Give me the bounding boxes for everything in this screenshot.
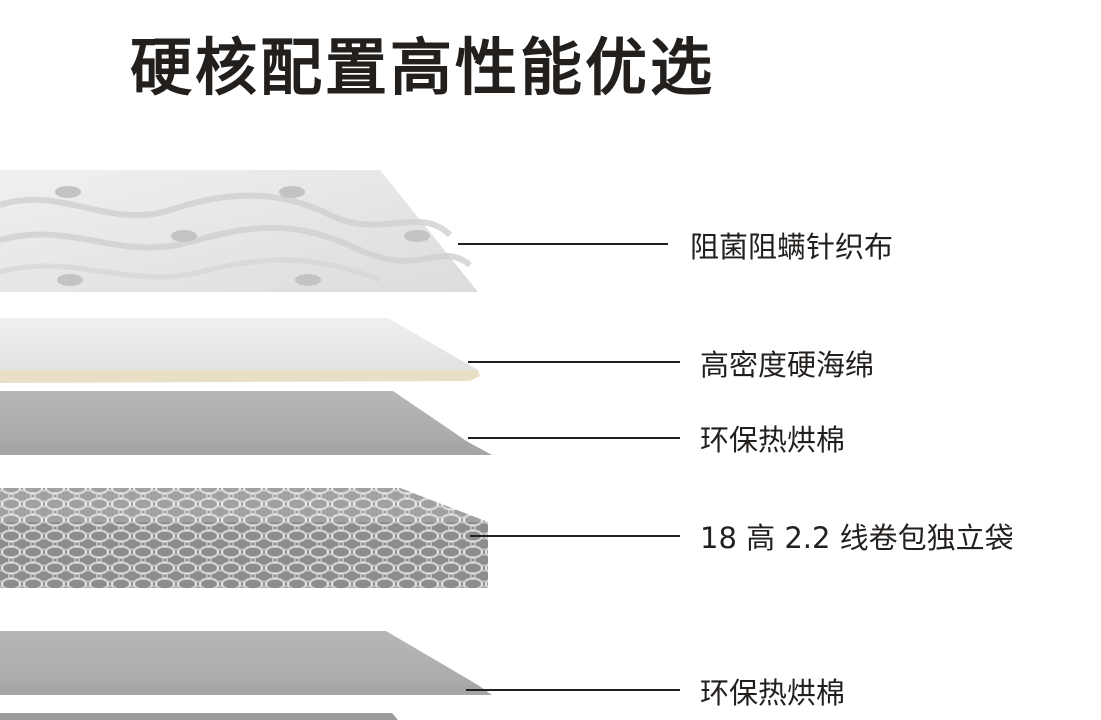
- bottom-layer-partial: [0, 713, 398, 720]
- thermal-cotton-layer-1: [0, 391, 492, 455]
- tuft-button: [404, 230, 430, 242]
- leader-line-springs: [470, 535, 680, 537]
- leader-line-foam: [468, 361, 680, 363]
- thermal-cotton-layer-2: [0, 631, 492, 695]
- tuft-button: [295, 274, 321, 286]
- pocket-spring-layer: [0, 488, 488, 588]
- high-density-foam-layer: [0, 318, 480, 383]
- tuft-button: [279, 186, 305, 198]
- page-title: 硬核配置高性能优选: [130, 31, 716, 104]
- leader-line-cotton-1: [468, 437, 680, 439]
- tuft-button: [55, 186, 81, 198]
- layer-label-cotton-2: 环保热烘棉: [700, 676, 846, 710]
- knitted-fabric-layer: [0, 170, 478, 292]
- layer-label-cotton-1: 环保热烘棉: [700, 423, 846, 457]
- leader-line-fabric: [458, 243, 668, 245]
- layer-label-fabric: 阻菌阻螨针织布: [690, 230, 894, 264]
- tuft-button: [57, 274, 83, 286]
- tuft-button: [171, 230, 197, 242]
- layer-label-foam: 高密度硬海绵: [700, 348, 875, 382]
- leader-line-cotton-2: [466, 689, 680, 691]
- layer-label-springs: 18 高 2.2 线卷包独立袋: [700, 521, 1014, 555]
